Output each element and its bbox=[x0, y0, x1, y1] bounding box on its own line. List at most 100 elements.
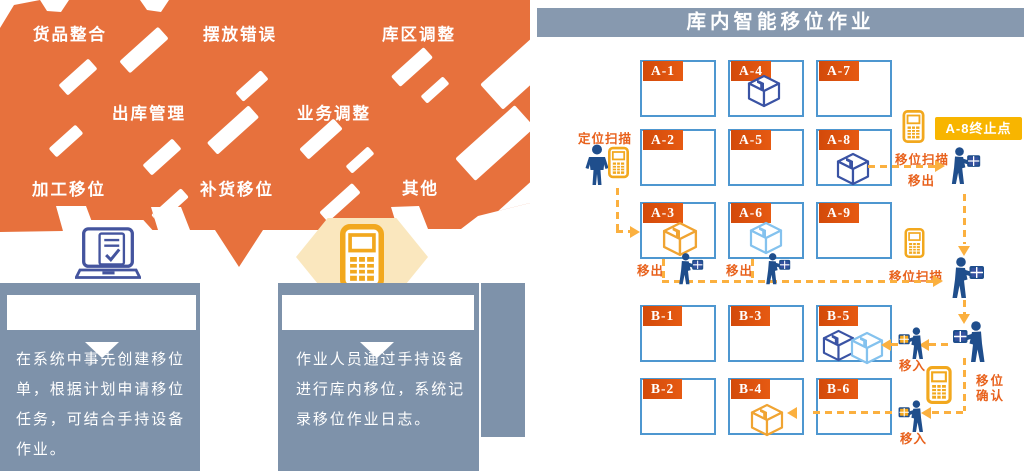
handheld-device-icon bbox=[608, 146, 629, 179]
cell-label: A-7 bbox=[819, 61, 859, 81]
reason-label-goods-consolidation: 货品整合 bbox=[33, 26, 107, 44]
reason-label-processing-relocation: 加工移位 bbox=[32, 181, 106, 199]
handheld-device-icon bbox=[902, 110, 925, 143]
cargo-box-icon-lightblue bbox=[749, 221, 783, 255]
paper-slash-decoration bbox=[58, 58, 98, 96]
storage-cell-B-2: B-2 bbox=[640, 378, 716, 435]
flow-path bbox=[963, 300, 966, 315]
handheld-device-icon bbox=[904, 228, 925, 258]
left-section: 货品整合 摆放错误 库区调整 出库管理 业务调整 加工移位 补货移位 其他 在系… bbox=[0, 0, 530, 471]
process-panel-execute: 作业人员通过手持设备进行库内移位，系统记录移位作业日志。 bbox=[278, 283, 479, 471]
worker-carrying-box-icon bbox=[946, 256, 986, 300]
storage-cell-B-5: B-5 bbox=[816, 305, 892, 362]
diagram-title: 库内智能移位作业 bbox=[686, 11, 875, 33]
paper-slash-decoration bbox=[206, 105, 260, 155]
storage-cell-A-5: A-5 bbox=[728, 129, 804, 186]
flow-arrow bbox=[935, 160, 945, 172]
flow-path bbox=[891, 343, 899, 346]
paper-slash-decoration bbox=[319, 182, 361, 223]
paper-slash-decoration bbox=[420, 76, 450, 104]
storage-cell-A-6: A-6 bbox=[728, 202, 804, 259]
worker-carrying-box-icon bbox=[761, 253, 792, 285]
cell-label: A-4 bbox=[731, 61, 771, 81]
flow-arrow bbox=[921, 407, 931, 419]
worker-carrying-box-icon bbox=[951, 320, 991, 364]
flow-path bbox=[813, 411, 895, 414]
cell-label: A-3 bbox=[643, 203, 683, 223]
flow-arrow bbox=[787, 407, 797, 419]
cargo-box-icon-orange bbox=[750, 403, 784, 437]
flow-path bbox=[932, 411, 963, 414]
cell-label: A-9 bbox=[819, 203, 859, 223]
reason-label-other: 其他 bbox=[402, 180, 439, 198]
flow-path bbox=[662, 259, 665, 281]
storage-cell-B-1: B-1 bbox=[640, 305, 716, 362]
callout-band bbox=[282, 295, 474, 358]
cell-label: B-5 bbox=[819, 306, 859, 326]
label-locate-scan: 定位扫描 bbox=[578, 132, 633, 146]
flow-arrow bbox=[881, 339, 891, 351]
storage-cell-B-4: B-4 bbox=[728, 378, 804, 435]
cargo-box-icon-navy bbox=[747, 74, 781, 108]
label-move-out-top: 移出 bbox=[908, 174, 936, 188]
diagram-title-bar: 库内智能移位作业 bbox=[537, 8, 1024, 37]
label-move-out-a6: 移出 bbox=[726, 264, 754, 278]
computer-document-icon bbox=[75, 227, 141, 279]
storage-cell-A-4: A-4 bbox=[728, 60, 804, 117]
cell-label: B-4 bbox=[731, 379, 771, 399]
reason-label-outbound-management: 出库管理 bbox=[112, 105, 186, 123]
worker-carrying-box-icon bbox=[946, 146, 982, 186]
cell-label: A-2 bbox=[643, 130, 683, 150]
paper-slash-decoration bbox=[299, 118, 343, 160]
cell-label: B-3 bbox=[731, 306, 771, 326]
cell-label: B-2 bbox=[643, 379, 683, 399]
paper-slash-decoration bbox=[390, 47, 434, 87]
process-panel-plan: 在系统中事先创建移位单，根据计划申请移位任务，可结合手持设备作业。 bbox=[0, 283, 200, 471]
flow-path bbox=[616, 188, 619, 231]
handheld-device-icon bbox=[340, 224, 384, 290]
worker-pushing-box-icon bbox=[897, 400, 928, 433]
storage-cell-A-1: A-1 bbox=[640, 60, 716, 117]
flow-path bbox=[929, 343, 951, 346]
cargo-box-icon-lightblue bbox=[850, 331, 884, 365]
storage-cell-B-3: B-3 bbox=[728, 305, 804, 362]
cell-label: B-1 bbox=[643, 306, 683, 326]
paper-slash-decoration bbox=[235, 70, 269, 102]
worker-carrying-box-icon bbox=[674, 253, 705, 285]
flow-path bbox=[662, 280, 934, 283]
computer-hexagon bbox=[40, 220, 176, 292]
cargo-box-icon-orange bbox=[662, 221, 698, 257]
worker-standing-icon bbox=[583, 144, 611, 186]
flow-path bbox=[751, 259, 754, 281]
callout-pointer bbox=[360, 342, 394, 358]
flow-arrow bbox=[958, 314, 970, 324]
paper-slash-decoration bbox=[151, 188, 189, 224]
flow-path bbox=[868, 165, 936, 168]
label-move-in-b4: 移入 bbox=[900, 432, 928, 446]
endpoint-badge: A-8终止点 bbox=[935, 117, 1022, 140]
callout-band bbox=[7, 295, 196, 358]
plan-description: 在系统中事先创建移位单，根据计划申请移位任务，可结合手持设备作业。 bbox=[16, 351, 186, 458]
label-move-in-b5: 移入 bbox=[899, 359, 927, 373]
cell-label: A-5 bbox=[731, 130, 771, 150]
storage-cell-A-8: A-8 bbox=[816, 129, 892, 186]
label-shift-scan-top: 移位扫描 bbox=[895, 153, 950, 167]
execute-description: 作业人员通过手持设备进行库内移位，系统记录移位作业日志。 bbox=[296, 351, 466, 428]
storage-cell-A-3: A-3 bbox=[640, 202, 716, 259]
flow-path bbox=[616, 230, 632, 233]
cell-label: A-1 bbox=[643, 61, 683, 81]
flow-arrow bbox=[958, 246, 970, 256]
storage-cell-B-6: B-6 bbox=[816, 378, 892, 435]
reason-label-business-adjustment: 业务调整 bbox=[297, 105, 371, 123]
label-shift-confirm: 移位确认 bbox=[976, 374, 1006, 403]
cell-label: A-6 bbox=[731, 203, 771, 223]
reason-label-replenishment-relocation: 补货移位 bbox=[200, 181, 274, 199]
storage-cell-A-9: A-9 bbox=[816, 202, 892, 259]
storage-cell-A-7: A-7 bbox=[816, 60, 892, 117]
flow-path bbox=[963, 358, 966, 411]
flow-arrow bbox=[630, 226, 640, 238]
paper-slash-decoration bbox=[345, 146, 375, 174]
reason-label-placement-error: 摆放错误 bbox=[203, 26, 277, 44]
